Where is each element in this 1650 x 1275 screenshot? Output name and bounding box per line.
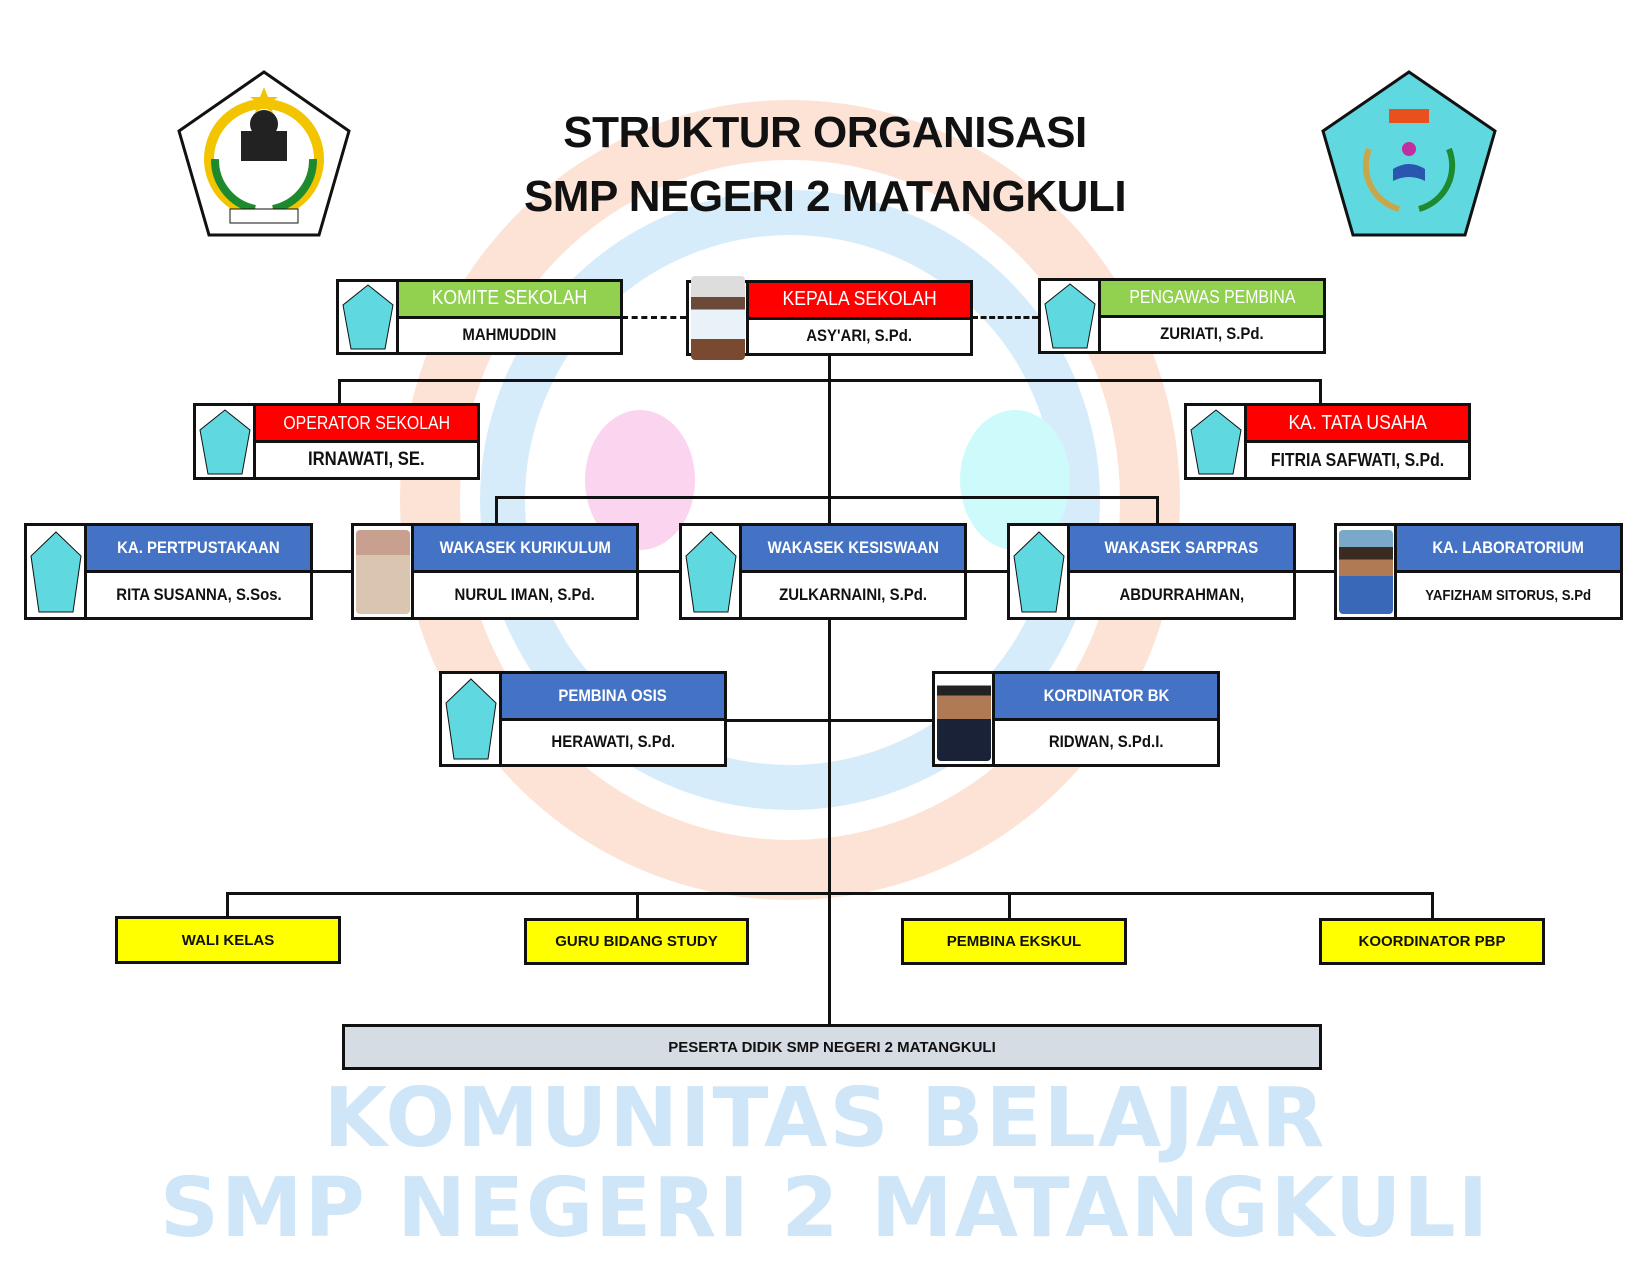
role-text: KA. LABORATORIUM [1432,538,1585,557]
school-logo-icon [1041,281,1101,351]
photo-kordinator-bk [935,674,995,764]
school-logo-icon [196,406,256,477]
name-text: ABDURRAHMAN, [1119,585,1244,604]
name-text: ZURIATI, S.Pd. [1160,324,1264,344]
role-text: PEMBINA OSIS [558,685,668,705]
school-logo-icon [1010,526,1070,617]
connector-group-drop-1 [226,892,229,918]
node-kurikulum: WAKASEK KURIKULUM NURUL IMAN, S.Pd. [351,523,639,620]
role-label: WAKASEK KURIKULUM [414,526,636,573]
name-text: HERAWATI, S.Pd. [551,732,675,752]
page-title-line1: STRUKTUR ORGANISASI [563,108,1087,157]
connector-groups-horizontal [226,892,1434,895]
connector-staff-horizontal [338,379,1322,382]
role-text: OPERATOR SEKOLAH [283,412,450,433]
school-logo-icon [442,674,502,764]
name-text: YAFIZHAM SITORUS, S.Pd [1425,586,1592,604]
role-text: KEPALA SEKOLAH [782,288,937,311]
role-text: PENGAWAS PEMBINA [1128,287,1296,308]
node-kordinator-bk: KORDINATOR BK RIDWAN, S.Pd.I. [932,671,1220,767]
node-perpustakaan: KA. PERTPUSTAKAAN RITA SUSANNA, S.Sos. [24,523,313,620]
node-kepala-sekolah: KEPALA SEKOLAH ASY'ARI, S.Pd. [686,276,973,360]
role-text: WAKASEK SARPRAS [1104,538,1259,557]
connector-tu-drop [1319,379,1322,404]
role-label: WAKASEK KESISWAAN [742,526,964,573]
connector-sarpras-drop [1156,496,1159,524]
aceh-utara-logo [175,69,353,239]
role-label: PEMBINA OSIS [502,674,724,721]
connector-kurikulum-drop [495,496,498,524]
photo-kurikulum [354,526,414,617]
person-name: NURUL IMAN, S.Pd. [414,573,636,617]
person-name: ZULKARNAINI, S.Pd. [742,573,964,617]
person-name: IRNAWATI, SE. [256,443,477,477]
node-laboratorium: KA. LABORATORIUM YAFIZHAM SITORUS, S.Pd [1334,523,1623,620]
role-label: KA. PERTPUSTAKAAN [87,526,310,573]
watermark-line1: KOMUNITAS BELAJAR [323,1071,1327,1166]
node-pengawas: PENGAWAS PEMBINA ZURIATI, S.Pd. [1038,278,1326,354]
school-logo [1319,69,1499,239]
name-text: FITRIA SAFWATI, S.Pd. [1270,449,1445,470]
role-text: KOMITE SEKOLAH [431,287,588,310]
role-label: WAKASEK SARPRAS [1070,526,1293,573]
person-name: MAHMUDDIN [399,319,620,353]
photo-kepala [689,276,749,360]
role-label: KOMITE SEKOLAH [399,282,620,319]
node-sarpras: WAKASEK SARPRAS ABDURRAHMAN, [1007,523,1296,620]
role-label: KA. LABORATORIUM [1397,526,1620,573]
node-operator: OPERATOR SEKOLAH IRNAWATI, SE. [193,403,480,480]
school-logo-icon [1187,406,1247,477]
name-text: ASY'ARI, S.Pd. [806,326,913,346]
students-box: PESERTA DIDIK SMP NEGERI 2 MATANGKULI [342,1024,1322,1070]
photo-laboratorium [1337,526,1397,617]
role-text: KORDINATOR BK [1043,685,1169,705]
name-text: MAHMUDDIN [462,325,557,345]
node-kesiswaan: WAKASEK KESISWAAN ZULKARNAINI, S.Pd. [679,523,967,620]
name-text: NURUL IMAN, S.Pd. [454,585,596,604]
node-komite: KOMITE SEKOLAH MAHMUDDIN [336,279,623,355]
connector-row4-horizontal [724,719,934,722]
connector-pengawas-dashed [972,316,1038,319]
connector-komite-dashed [622,316,686,319]
role-text: KA. TATA USAHA [1288,411,1427,434]
person-name: HERAWATI, S.Pd. [502,721,724,765]
node-pembina-osis: PEMBINA OSIS HERAWATI, S.Pd. [439,671,727,767]
person-name: ABDURRAHMAN, [1070,573,1293,617]
node-tata-usaha: KA. TATA USAHA FITRIA SAFWATI, S.Pd. [1184,403,1471,480]
watermark-line2: SMP NEGERI 2 MATANGKULI [159,1161,1491,1256]
group-koordinator-pbp: KOORDINATOR PBP [1319,918,1545,965]
connector-group-drop-4 [1431,892,1434,918]
connector-wakasek-horizontal [495,496,1159,499]
name-text: ZULKARNAINI, S.Pd. [779,585,927,604]
group-guru-bidang-study: GURU BIDANG STUDY [524,918,749,965]
person-name: RIDWAN, S.Pd.I. [995,721,1217,765]
person-name: YAFIZHAM SITORUS, S.Pd [1397,573,1620,617]
person-name: RITA SUSANNA, S.Sos. [87,573,310,617]
role-label: KA. TATA USAHA [1247,406,1468,443]
name-text: IRNAWATI, SE. [308,449,425,470]
person-name: ASY'ARI, S.Pd. [749,320,970,354]
role-label: KEPALA SEKOLAH [749,283,970,320]
role-text: KA. PERTPUSTAKAAN [117,538,280,557]
connector-main-vertical [828,354,831,1026]
person-name: ZURIATI, S.Pd. [1101,318,1323,352]
person-name: FITRIA SAFWATI, S.Pd. [1247,443,1468,477]
connector-group-drop-2 [636,892,639,918]
group-pembina-ekskul: PEMBINA EKSKUL [901,918,1127,965]
role-text: WAKASEK KESISWAAN [767,538,939,557]
school-logo-icon [682,526,742,617]
name-text: RITA SUSANNA, S.Sos. [115,585,282,604]
school-logo-icon [339,282,399,352]
role-label: OPERATOR SEKOLAH [256,406,477,443]
page-title-line2: SMP NEGERI 2 MATANGKULI [523,172,1127,221]
connector-operator-drop [338,379,341,404]
role-label: KORDINATOR BK [995,674,1217,721]
name-text: RIDWAN, S.Pd.I. [1048,732,1164,752]
group-wali-kelas: WALI KELAS [115,916,341,964]
role-text: WAKASEK KURIKULUM [439,538,611,557]
school-logo-icon [27,526,87,617]
role-label: PENGAWAS PEMBINA [1101,281,1323,318]
connector-group-drop-3 [1008,892,1011,918]
